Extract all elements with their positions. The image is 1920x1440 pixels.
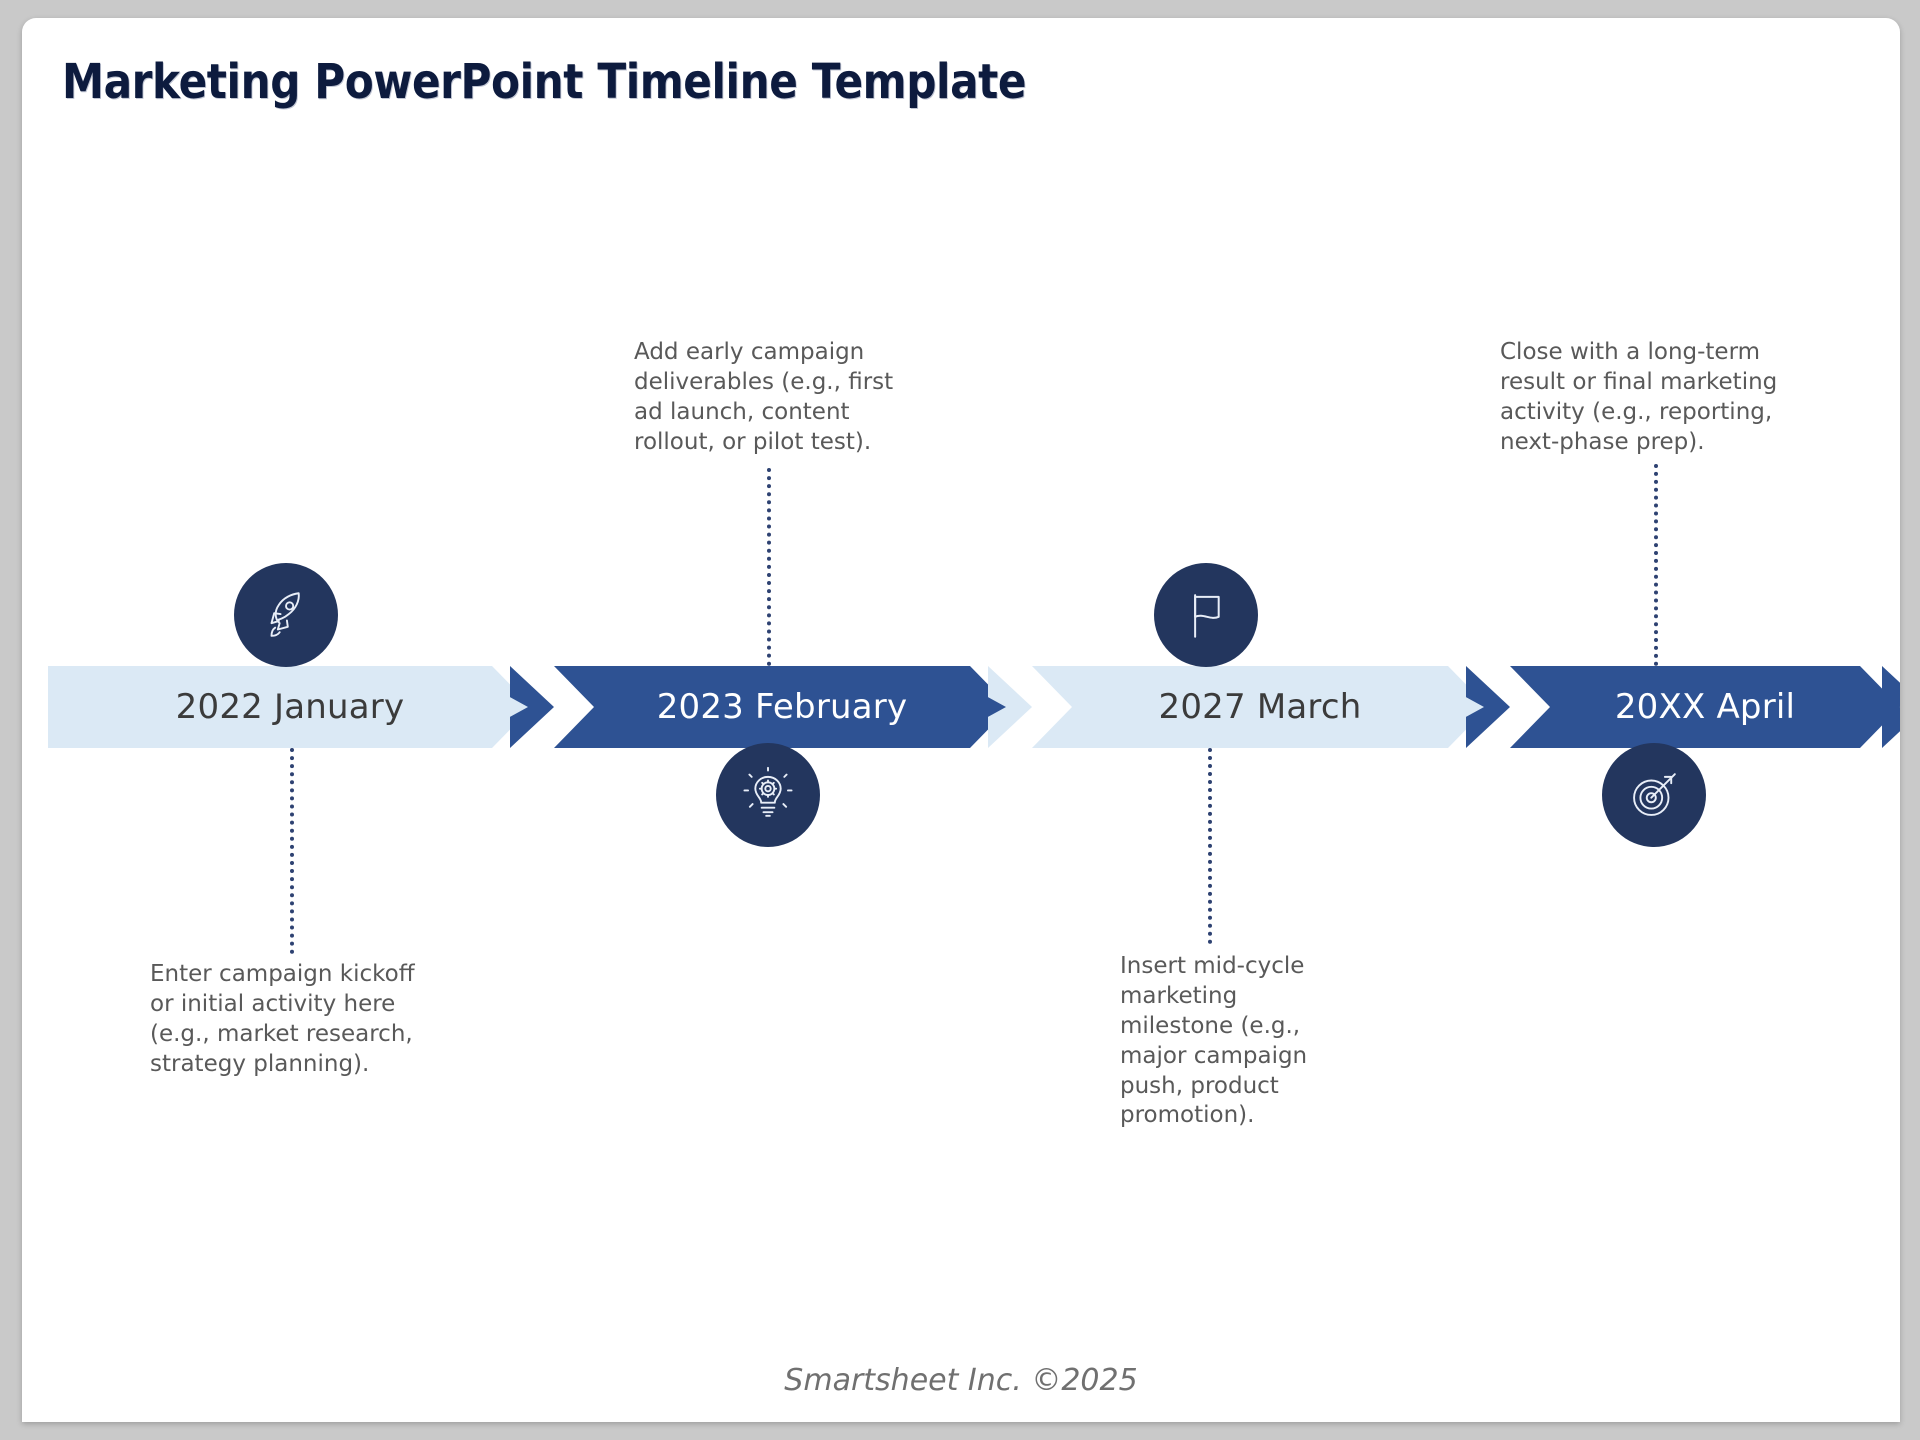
milestone-caption-2: Add early campaign deliverables (e.g., f… [634, 339, 894, 455]
page-title: Marketing PowerPoint Timeline Template [62, 54, 1027, 110]
milestone-icon-badge-2[interactable] [716, 743, 820, 847]
timeline-segment-3-label: 2027 March [1158, 687, 1362, 727]
milestone-caption-1: Enter campaign kickoff or initial activi… [150, 961, 415, 1077]
lightbulb-gear-icon [743, 766, 793, 817]
timeline-segment-4[interactable]: 20XX April [1510, 666, 1900, 748]
footer-copyright: Smartsheet Inc. ©2025 [784, 1363, 1138, 1398]
connector-line-4 [1654, 464, 1658, 666]
connector-line-3 [1208, 748, 1212, 944]
milestone-caption-4: Close with a long-term result or final m… [1500, 339, 1778, 455]
timeline-bar: 2022 January 2023 February 2027 March 20… [48, 666, 1900, 748]
timeline-segment-4-label: 20XX April [1614, 687, 1796, 727]
milestone-icon-badge-1[interactable] [234, 563, 338, 667]
timeline-segment-2-label: 2023 February [656, 687, 908, 727]
slide-canvas: Marketing PowerPoint Timeline Template 2… [22, 18, 1900, 1422]
timeline-segment-2[interactable]: 2023 February [554, 666, 1010, 748]
flag-icon [1194, 594, 1220, 638]
rocket-icon [270, 592, 300, 637]
timeline-segment-3[interactable]: 2027 March [1032, 666, 1488, 748]
target-arrow-icon [1633, 773, 1676, 816]
connector-line-1 [290, 748, 294, 954]
timeline-segment-1[interactable]: 2022 January [48, 666, 532, 748]
timeline-segment-1-label: 2022 January [175, 687, 405, 727]
milestone-caption-3: Insert mid-cycle marketing milestone (e.… [1120, 953, 1308, 1129]
connector-line-2 [767, 468, 771, 666]
milestone-icon-badge-3[interactable] [1154, 563, 1258, 667]
milestone-icon-badge-4[interactable] [1602, 743, 1706, 847]
